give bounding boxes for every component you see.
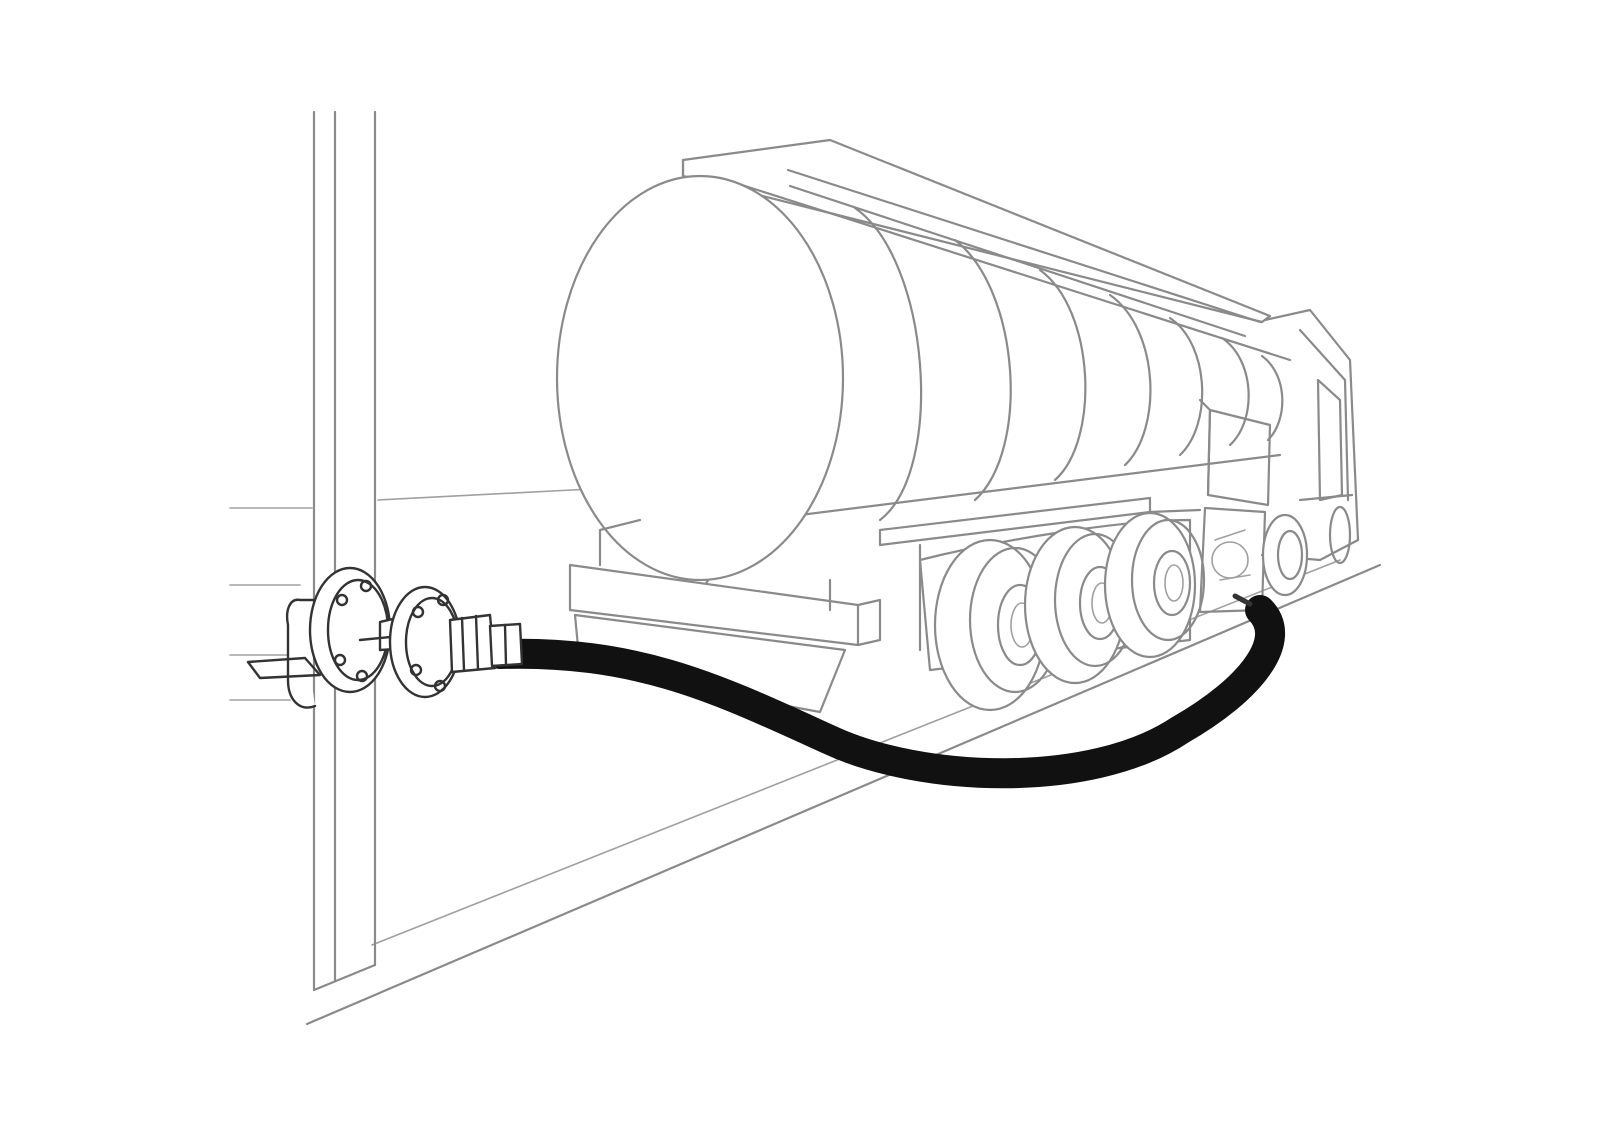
ground-lines <box>229 487 1382 1026</box>
truck-cab <box>1260 308 1360 565</box>
pump-cabinet <box>1198 398 1272 614</box>
wheel-2 <box>1023 525 1137 685</box>
wheel-front <box>1261 513 1309 597</box>
tank-body <box>555 174 1292 592</box>
hose-icon <box>485 593 1286 789</box>
rear-bumper <box>568 518 882 714</box>
wheels <box>933 511 1309 712</box>
loading-post <box>312 110 377 992</box>
flange-coupling-icon <box>246 566 524 709</box>
wheel-3 <box>1103 511 1206 659</box>
